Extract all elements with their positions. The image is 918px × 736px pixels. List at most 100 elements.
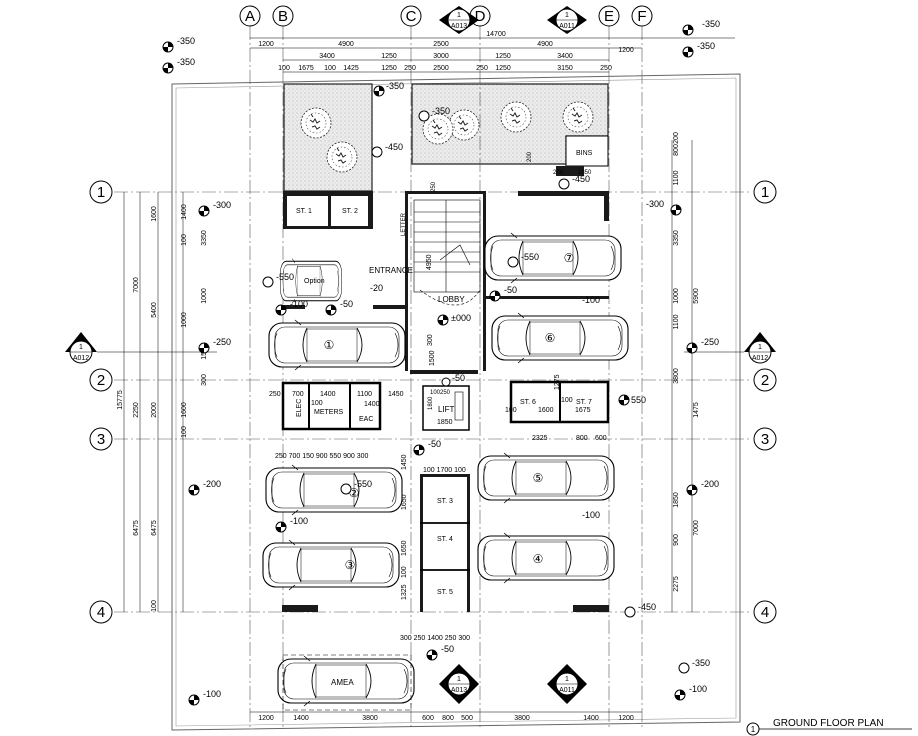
grid-row-label: 3: [761, 431, 769, 448]
drawing-title: 1 GROUND FLOOR PLAN: [746, 718, 912, 736]
level-text: -550: [521, 252, 539, 262]
dim-text: 1000: [201, 288, 208, 304]
dim-text: 5900: [693, 288, 700, 304]
dim-text: 2325: [532, 435, 548, 442]
dim-text: 250: [269, 391, 281, 398]
marker-num: 1: [565, 12, 569, 19]
level-text: -250: [213, 337, 231, 347]
level-text: -250: [701, 337, 719, 347]
parking-number: ⑦: [564, 251, 575, 265]
dim-text: 1200: [618, 715, 634, 722]
level-text: -100: [290, 516, 308, 526]
dim-text: 100: [430, 390, 441, 396]
dim-text: 200: [673, 132, 680, 144]
lift-label: LIFT: [438, 405, 455, 414]
dim-text: 3800: [673, 368, 680, 384]
dim-text: 200: [553, 170, 564, 176]
marker-sheet: A013: [451, 687, 467, 694]
dim-text: 100: [561, 397, 573, 404]
marker-sheet: A013: [451, 23, 467, 30]
st2-label: ST. 2: [342, 208, 358, 215]
level-text: -350: [177, 36, 195, 46]
marker-num: 1: [457, 676, 461, 683]
dim-text: 4900: [338, 41, 354, 48]
title-number: 1: [751, 725, 756, 734]
dim-text: 1250: [381, 65, 397, 72]
dim-text: 3000: [433, 53, 449, 60]
dim-text: 100 1700 100: [423, 467, 466, 474]
level-text: -550: [354, 479, 372, 489]
stair: [413, 199, 481, 306]
dim-text: 1200: [258, 41, 274, 48]
dim-text: 14700: [486, 31, 506, 38]
dim-text: 250 700 150 900 550 900 300: [275, 453, 369, 460]
level-text: -350: [432, 106, 450, 116]
grid-row-label: 4: [761, 604, 769, 621]
dim-text: 100: [401, 566, 408, 578]
level-text: -50: [504, 285, 517, 295]
dim-text: 250: [404, 65, 416, 72]
dim-text: 1650: [401, 494, 408, 510]
grid-columns: A B C D E F: [239, 5, 653, 27]
option-label: Option: [304, 278, 325, 285]
dim-text: 3400: [319, 53, 335, 60]
amea-label: AMEA: [331, 678, 354, 687]
dim-text: 1850: [578, 170, 592, 176]
grid-col-label: D: [475, 8, 486, 25]
dim-text: 3800: [362, 715, 378, 722]
marker-sheet: A011: [559, 687, 575, 694]
dim-text: 700: [292, 391, 304, 398]
level-text: -350: [702, 19, 720, 29]
grid-col-label: E: [604, 8, 614, 25]
level-text: -350: [697, 41, 715, 51]
marker-sheet: A011: [559, 23, 575, 30]
dim-text: 5400: [151, 302, 158, 318]
level-text: -100: [582, 295, 600, 305]
level-text: -200: [203, 479, 221, 489]
dim-text: 1250: [381, 53, 397, 60]
parking-number: ⑥: [545, 331, 556, 345]
dim-text: 3350: [673, 230, 680, 246]
grid-row-label: 1: [97, 184, 105, 201]
parking-number: ②: [349, 486, 360, 500]
dim-text: 1800: [428, 396, 434, 410]
dim-text: 100: [311, 400, 323, 407]
dim-text: 2500: [433, 65, 449, 72]
st7-label: ST. 7: [576, 399, 592, 406]
parking-number: ⑤: [533, 471, 544, 485]
level-text: -100: [203, 689, 221, 699]
dim-text: 7000: [133, 277, 140, 293]
dim-text: 600: [422, 715, 434, 722]
grid-row-label: 4: [97, 604, 105, 621]
dim-text: 800: [576, 435, 588, 442]
dim-text: 1100: [673, 170, 680, 185]
bins-label: BINS: [576, 150, 593, 157]
dim-text: 100: [324, 65, 336, 72]
dim-text: 1400: [293, 715, 309, 722]
dim-text: 250: [440, 390, 451, 396]
grid-row-label: 2: [97, 372, 105, 389]
dim-text: 100: [151, 600, 158, 612]
section-markers: 1 A013 1 A011 1 A012 1 A012 1 A013: [65, 6, 776, 704]
marker-num: 1: [457, 12, 461, 19]
dim-text: 1425: [343, 65, 359, 72]
services-block: [281, 381, 382, 431]
dim-text: 15775: [117, 390, 124, 410]
st3-label: ST. 3: [437, 498, 453, 505]
dim-text: 100: [278, 65, 290, 72]
level-text: -350: [177, 57, 195, 67]
level-text: -100: [689, 684, 707, 694]
dim-text: 1675: [298, 65, 314, 72]
dim-text: 1000: [181, 312, 188, 328]
level-text: -450: [385, 142, 403, 152]
dim-text: 600: [595, 435, 607, 442]
grid-row-label: 1: [761, 184, 769, 201]
dim-text: 3150: [557, 65, 573, 72]
dim-text: 1675: [575, 407, 591, 414]
garden-left: [283, 83, 373, 192]
dim-text: 1850: [437, 419, 453, 426]
eac-label: EAC: [359, 416, 373, 423]
dim-text: 2250: [133, 402, 140, 418]
dim-text: 900: [673, 534, 680, 546]
dim-text: 1000: [673, 288, 680, 304]
